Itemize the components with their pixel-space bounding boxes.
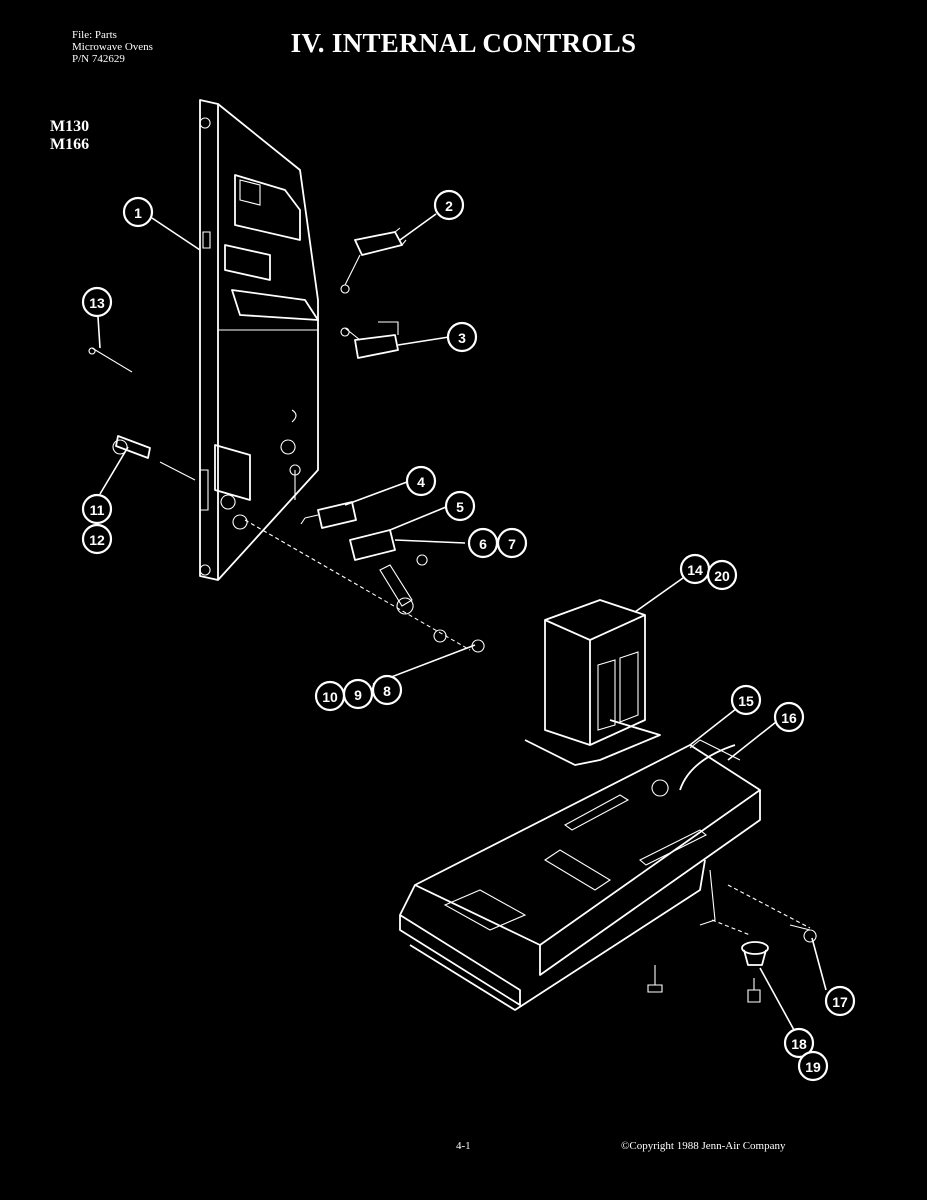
svg-text:14: 14 [687, 562, 703, 578]
switch-5-drawing [244, 519, 485, 653]
chassis-drawing [399, 739, 761, 1011]
svg-text:15: 15 [738, 693, 754, 709]
svg-text:5: 5 [456, 499, 464, 515]
svg-text:9: 9 [354, 687, 362, 703]
svg-text:13: 13 [89, 295, 105, 311]
svg-text:19: 19 [805, 1059, 821, 1075]
callout-11: 11 [81, 493, 113, 525]
model-m166: M166 [50, 136, 90, 153]
file-line: File: Parts [72, 29, 117, 41]
foot-drawing [647, 884, 817, 1003]
svg-text:18: 18 [791, 1036, 807, 1052]
callout-5: 5 [444, 490, 476, 522]
svg-text:4: 4 [417, 474, 425, 490]
callout-4: 4 [405, 465, 437, 497]
callout-10: 10 [314, 680, 346, 712]
model-m130: M130 [50, 118, 90, 135]
svg-text:2: 2 [445, 198, 453, 214]
svg-text:1: 1 [134, 205, 142, 221]
svg-text:20: 20 [714, 568, 730, 584]
callout-17: 17 [824, 985, 856, 1017]
interlock-bracket-drawing [199, 99, 319, 581]
callout-1: 1 [122, 196, 154, 228]
callout-18: 18 [783, 1027, 815, 1059]
page-title: IV. INTERNAL CONTROLS [290, 28, 637, 58]
leader-lines [97, 213, 827, 1031]
transformer-drawing [524, 599, 661, 766]
svg-text:7: 7 [508, 536, 516, 552]
model-list: M130 M166 [50, 118, 89, 154]
switch-3-drawing [340, 321, 399, 359]
callout-13: 13 [81, 286, 113, 318]
callout-7: 7 [496, 527, 528, 559]
callout-19: 19 [797, 1050, 829, 1082]
callout-9: 9 [342, 678, 374, 710]
document-header: File: Parts Microwave Ovens P/N 742629 [72, 29, 153, 65]
callout-2: 2 [433, 189, 465, 221]
svg-text:11: 11 [90, 502, 105, 518]
svg-text:10: 10 [322, 689, 338, 705]
callout-14: 14 [679, 553, 711, 585]
svg-text:17: 17 [832, 994, 848, 1010]
part-number-line: P/N 742629 [72, 53, 125, 65]
svg-text:8: 8 [383, 683, 391, 699]
svg-text:6: 6 [479, 536, 487, 552]
svg-text:12: 12 [89, 532, 105, 548]
switch-2-drawing [340, 227, 407, 294]
callout-3: 3 [446, 321, 478, 353]
screw-13-drawing [88, 347, 133, 373]
copyright-notice: ©Copyright 1988 Jenn-Air Company [621, 1140, 786, 1152]
switch-4-drawing [300, 501, 357, 529]
callout-16: 16 [773, 701, 805, 733]
callout-6: 6 [467, 527, 499, 559]
screw-11-drawing [112, 435, 196, 481]
category-line: Microwave Ovens [72, 41, 153, 53]
callout-8: 8 [371, 674, 403, 706]
callout-12: 12 [81, 523, 113, 555]
svg-text:3: 3 [458, 330, 466, 346]
callout-15: 15 [730, 684, 762, 716]
page-number: 4-1 [456, 1140, 471, 1152]
svg-text:16: 16 [781, 710, 797, 726]
callout-20: 20 [706, 559, 738, 591]
